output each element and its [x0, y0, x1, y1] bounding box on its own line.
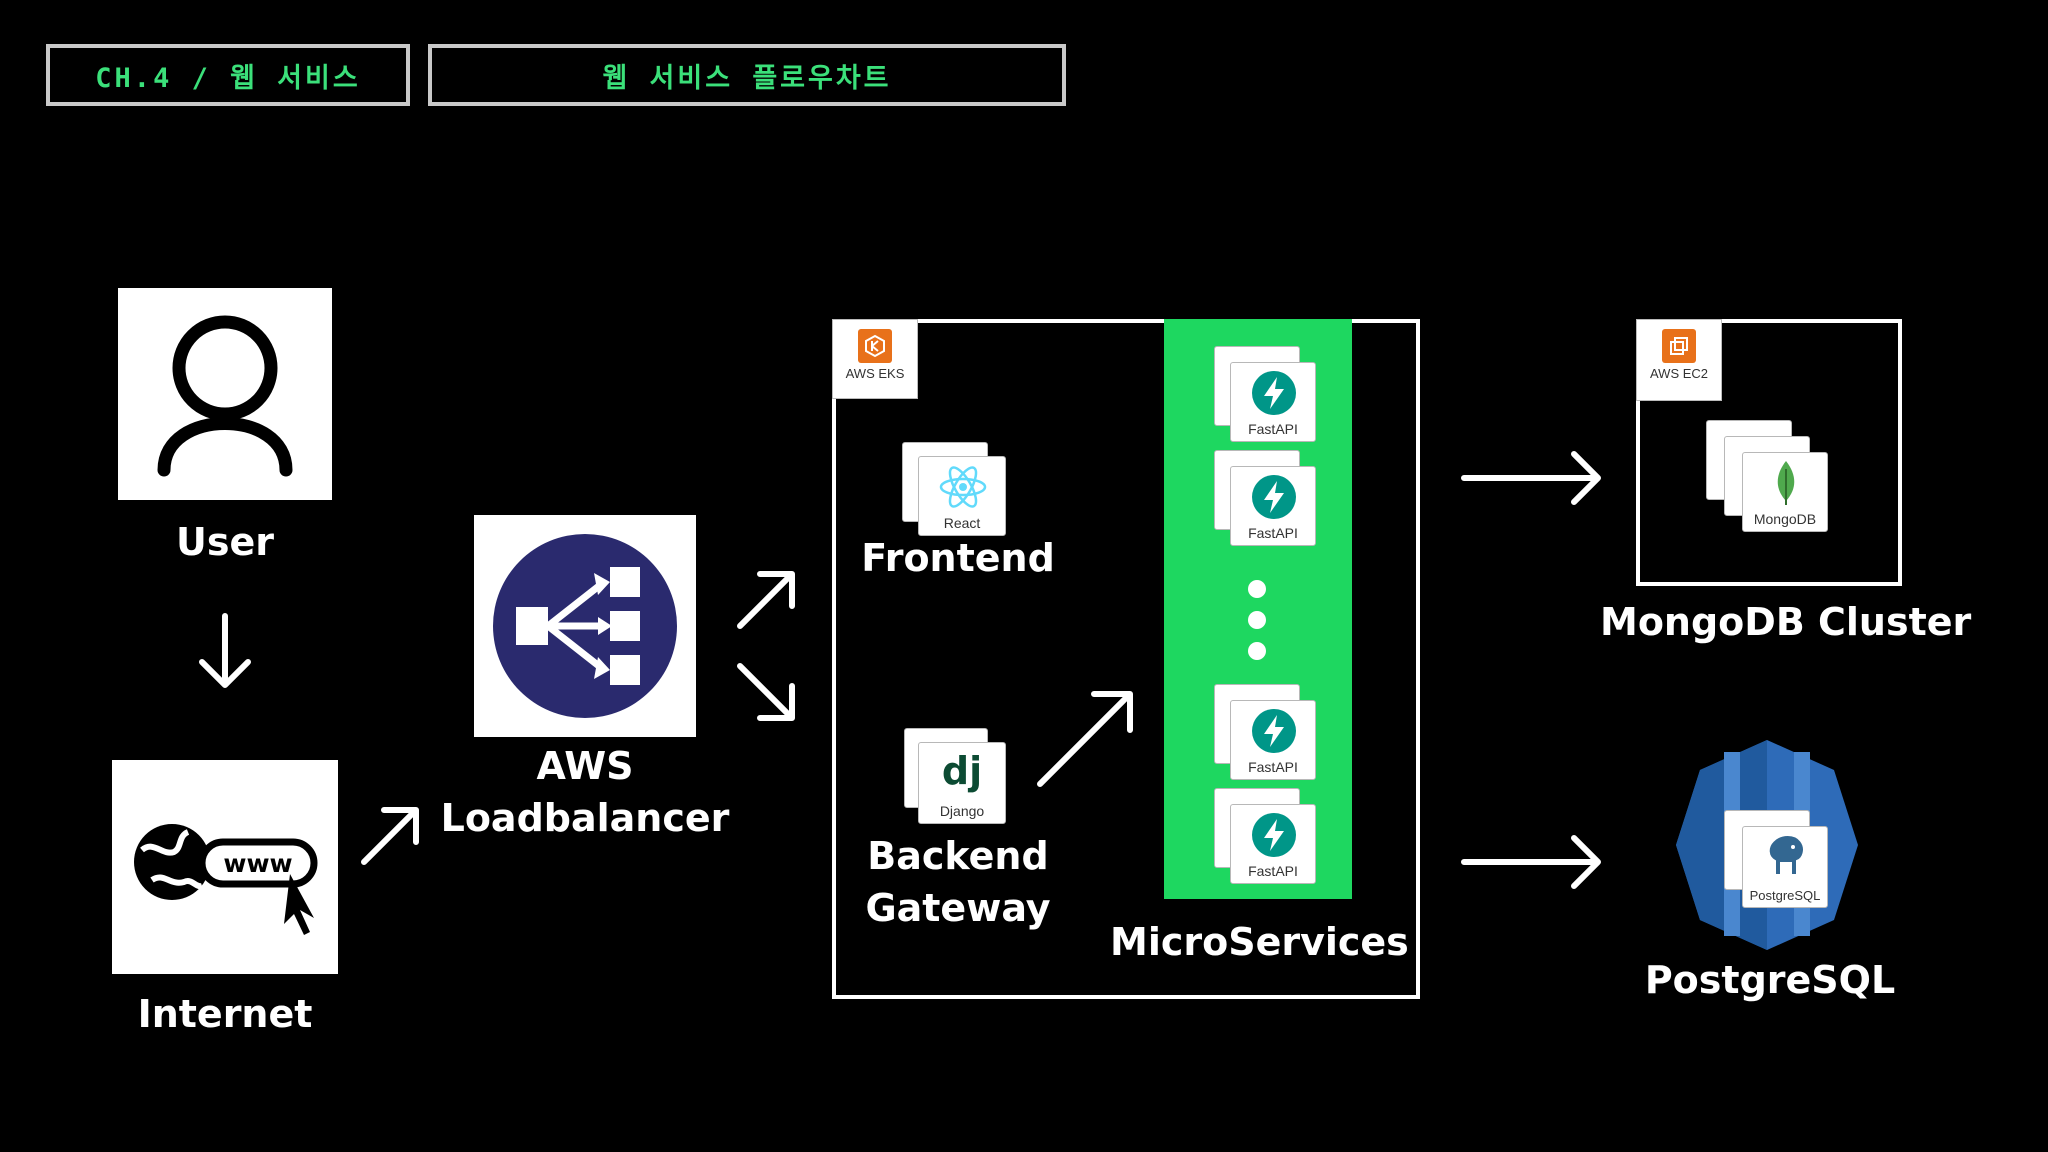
title-tag: 웹 서비스 플로우차트: [428, 44, 1066, 106]
arrow-lb-to-backend: [737, 663, 795, 721]
eks-badge: AWS EKS: [832, 319, 918, 399]
backend-label-line1: Backend: [867, 834, 1049, 878]
ec2-badge-label: AWS EC2: [1649, 366, 1709, 381]
postgresql-card: PostgreSQL: [1742, 826, 1828, 908]
fastapi-card-label: FastAPI: [1248, 421, 1298, 437]
fastapi-card-label: FastAPI: [1248, 525, 1298, 541]
django-icon: dj: [941, 749, 983, 793]
eks-icon: [858, 329, 892, 363]
arrow-user-to-internet: [199, 613, 251, 688]
fastapi-card-4: FastAPI: [1230, 804, 1316, 884]
globe-www-icon: www: [134, 824, 318, 935]
elb-icon: [493, 534, 677, 718]
mongodb-cluster-frame: [1636, 319, 1902, 586]
fastapi-card-label: FastAPI: [1248, 863, 1298, 879]
loadbalancer-label-line1: AWS: [536, 744, 634, 788]
backend-label: Backend Gateway: [846, 830, 1070, 934]
fastapi-icon: [1252, 475, 1296, 519]
fastapi-icon: [1252, 813, 1296, 857]
react-card-label: React: [943, 515, 981, 531]
loadbalancer-node: [474, 515, 696, 737]
backend-label-line2: Gateway: [865, 886, 1051, 930]
title-tag-text: 웹 서비스 플로우차트: [602, 62, 892, 94]
react-icon: [939, 466, 987, 508]
django-card: dj Django: [918, 742, 1006, 824]
www-text: www: [223, 849, 292, 878]
fastapi-card-1: FastAPI: [1230, 362, 1316, 442]
arrow-to-mongodb: [1461, 451, 1601, 505]
user-node: [118, 288, 332, 500]
fastapi-card-2: FastAPI: [1230, 466, 1316, 546]
loadbalancer-label-line2: Loadbalancer: [440, 796, 730, 840]
chapter-tag-text: CH.4 / 웹 서비스: [95, 62, 361, 94]
postgresql-label: PostgreSQL: [1644, 958, 1896, 1002]
eks-cluster-frame: [832, 319, 1420, 999]
mongodb-card: MongoDB: [1742, 452, 1828, 532]
mongodb-leaf-icon: [1777, 461, 1795, 505]
chapter-tag: CH.4 / 웹 서비스: [46, 44, 410, 106]
user-label: User: [176, 520, 274, 564]
ec2-icon: [1662, 329, 1696, 363]
internet-node: www: [112, 760, 338, 974]
eks-badge-label: AWS EKS: [845, 366, 905, 381]
mongodb-cluster-label: MongoDB Cluster: [1600, 600, 1972, 644]
arrow-lb-to-frontend: [737, 571, 795, 629]
ellipsis-dots-icon: [1248, 580, 1266, 660]
fastapi-icon: [1252, 371, 1296, 415]
arrow-backend-to-microservices: [1037, 691, 1133, 787]
fastapi-icon: [1252, 709, 1296, 753]
arrow-to-postgresql: [1461, 835, 1601, 889]
postgresql-elephant-icon: [1767, 834, 1805, 876]
user-icon: [157, 315, 293, 477]
internet-label: Internet: [137, 992, 313, 1036]
ec2-badge: AWS EC2: [1636, 319, 1722, 401]
fastapi-card-label: FastAPI: [1248, 759, 1298, 775]
loadbalancer-label: AWS Loadbalancer: [440, 740, 730, 844]
django-card-label: Django: [939, 803, 985, 819]
mongodb-card-label: MongoDB: [1753, 511, 1817, 527]
arrow-internet-to-lb: [361, 807, 419, 865]
frontend-label: Frontend: [861, 536, 1055, 580]
react-card: React: [918, 456, 1006, 536]
postgresql-card-label: PostgreSQL: [1749, 888, 1821, 903]
fastapi-card-3: FastAPI: [1230, 700, 1316, 780]
microservices-label: MicroServices: [1110, 920, 1409, 964]
